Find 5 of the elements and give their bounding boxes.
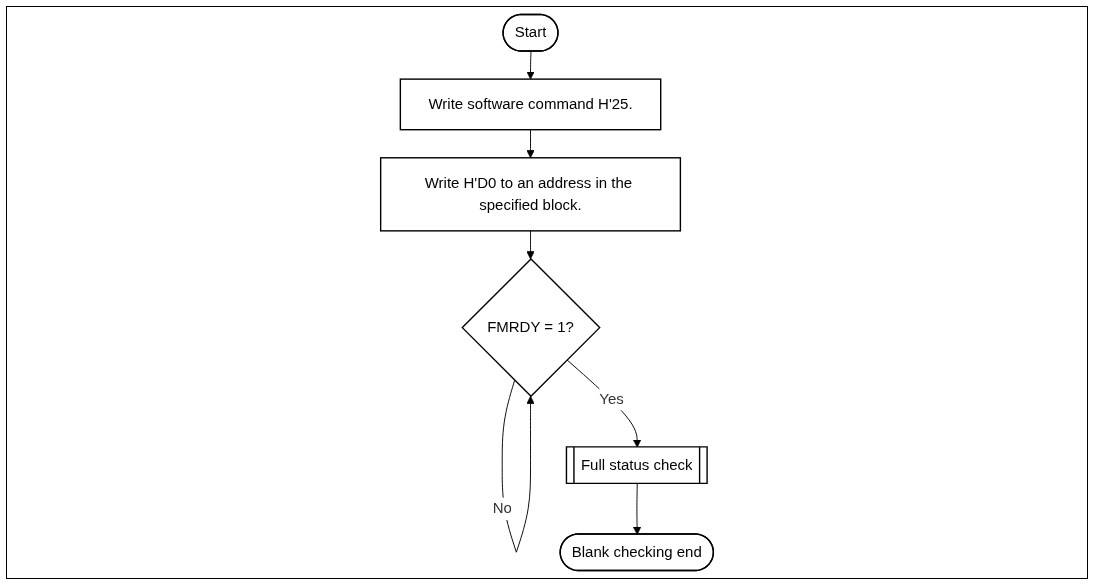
edge-label: No (492, 500, 512, 517)
node-box: Write software command H'25. (399, 78, 662, 131)
node-box: Write H'D0 to an address in the specified block. (379, 157, 682, 232)
edge-label: Yes (599, 390, 624, 407)
node-diamond: FMRDY = 1? (461, 257, 601, 398)
